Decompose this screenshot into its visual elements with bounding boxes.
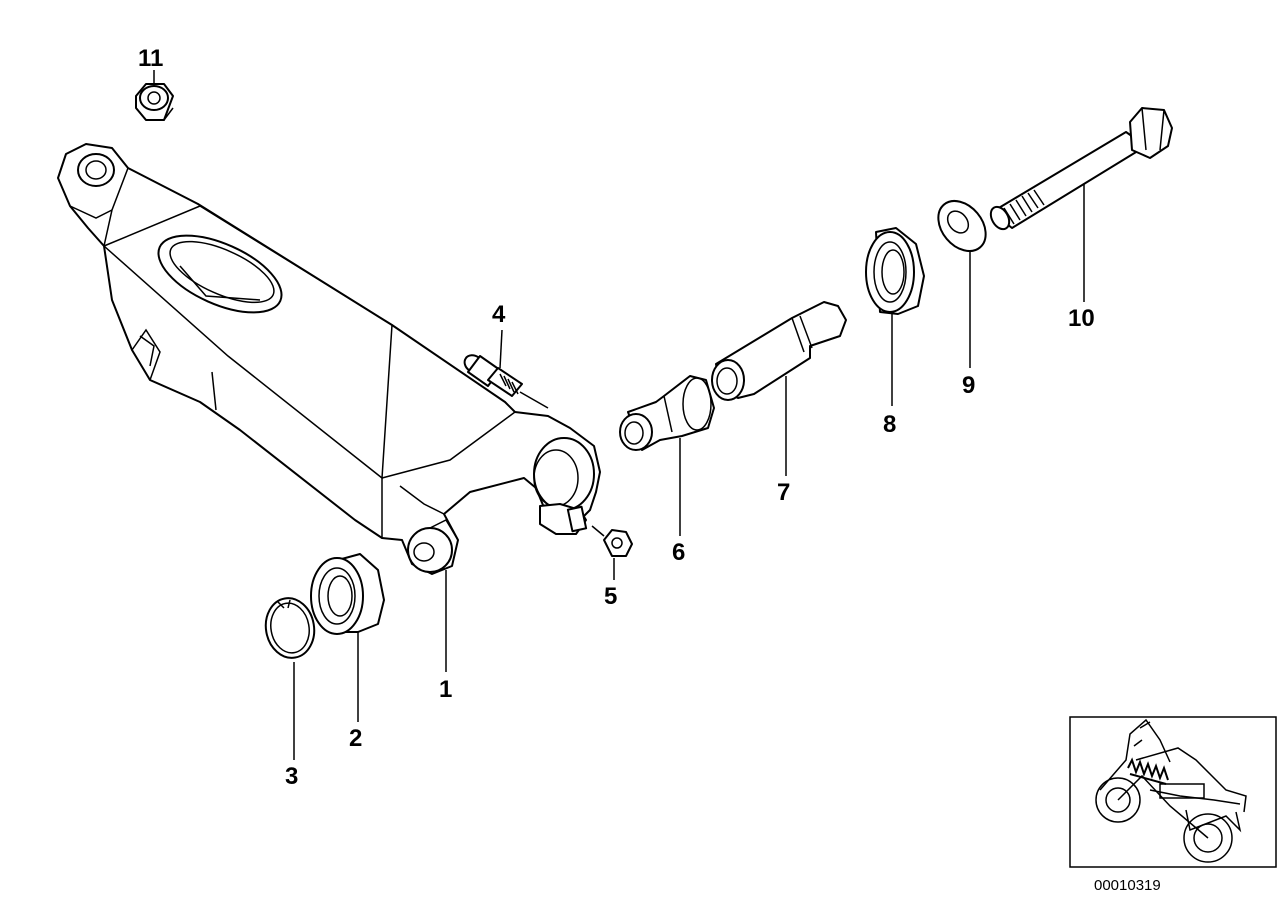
part-10-long-bolt[interactable]	[987, 107, 1173, 232]
part-3-circlip[interactable]	[261, 594, 319, 661]
part-11-nut[interactable]	[135, 83, 174, 121]
callout-9: 9	[962, 372, 975, 399]
motorcycle-icon	[1095, 718, 1247, 863]
callout-2: 2	[349, 725, 362, 752]
callout-10: 10	[1068, 305, 1095, 332]
part-5-nut[interactable]	[591, 525, 633, 557]
locator-inset	[1069, 716, 1277, 868]
part-7-sleeve[interactable]	[711, 301, 847, 401]
part-1-swing-arm[interactable]	[57, 143, 601, 575]
callout-1: 1	[439, 676, 452, 703]
part-2-bearing[interactable]	[310, 553, 385, 635]
callout-4: 4	[492, 301, 506, 328]
part-6-bushing[interactable]	[619, 375, 715, 451]
callout-5: 5	[604, 583, 617, 610]
highlight-spring-icon	[1127, 757, 1169, 785]
callout-6: 6	[672, 539, 685, 566]
callout-11: 11	[138, 45, 163, 72]
part-4-bolt[interactable]	[461, 352, 549, 409]
callout-3: 3	[285, 763, 298, 790]
part-8-bearing[interactable]	[865, 227, 925, 315]
callouts: 11 4 5 1 2 3 6 7 8 9 10	[138, 45, 1095, 790]
reference-number: 00010319	[1094, 877, 1161, 894]
leader-lines	[153, 70, 1085, 760]
callout-7: 7	[777, 479, 790, 506]
callout-8: 8	[883, 411, 896, 438]
part-9-washer[interactable]	[929, 192, 996, 261]
